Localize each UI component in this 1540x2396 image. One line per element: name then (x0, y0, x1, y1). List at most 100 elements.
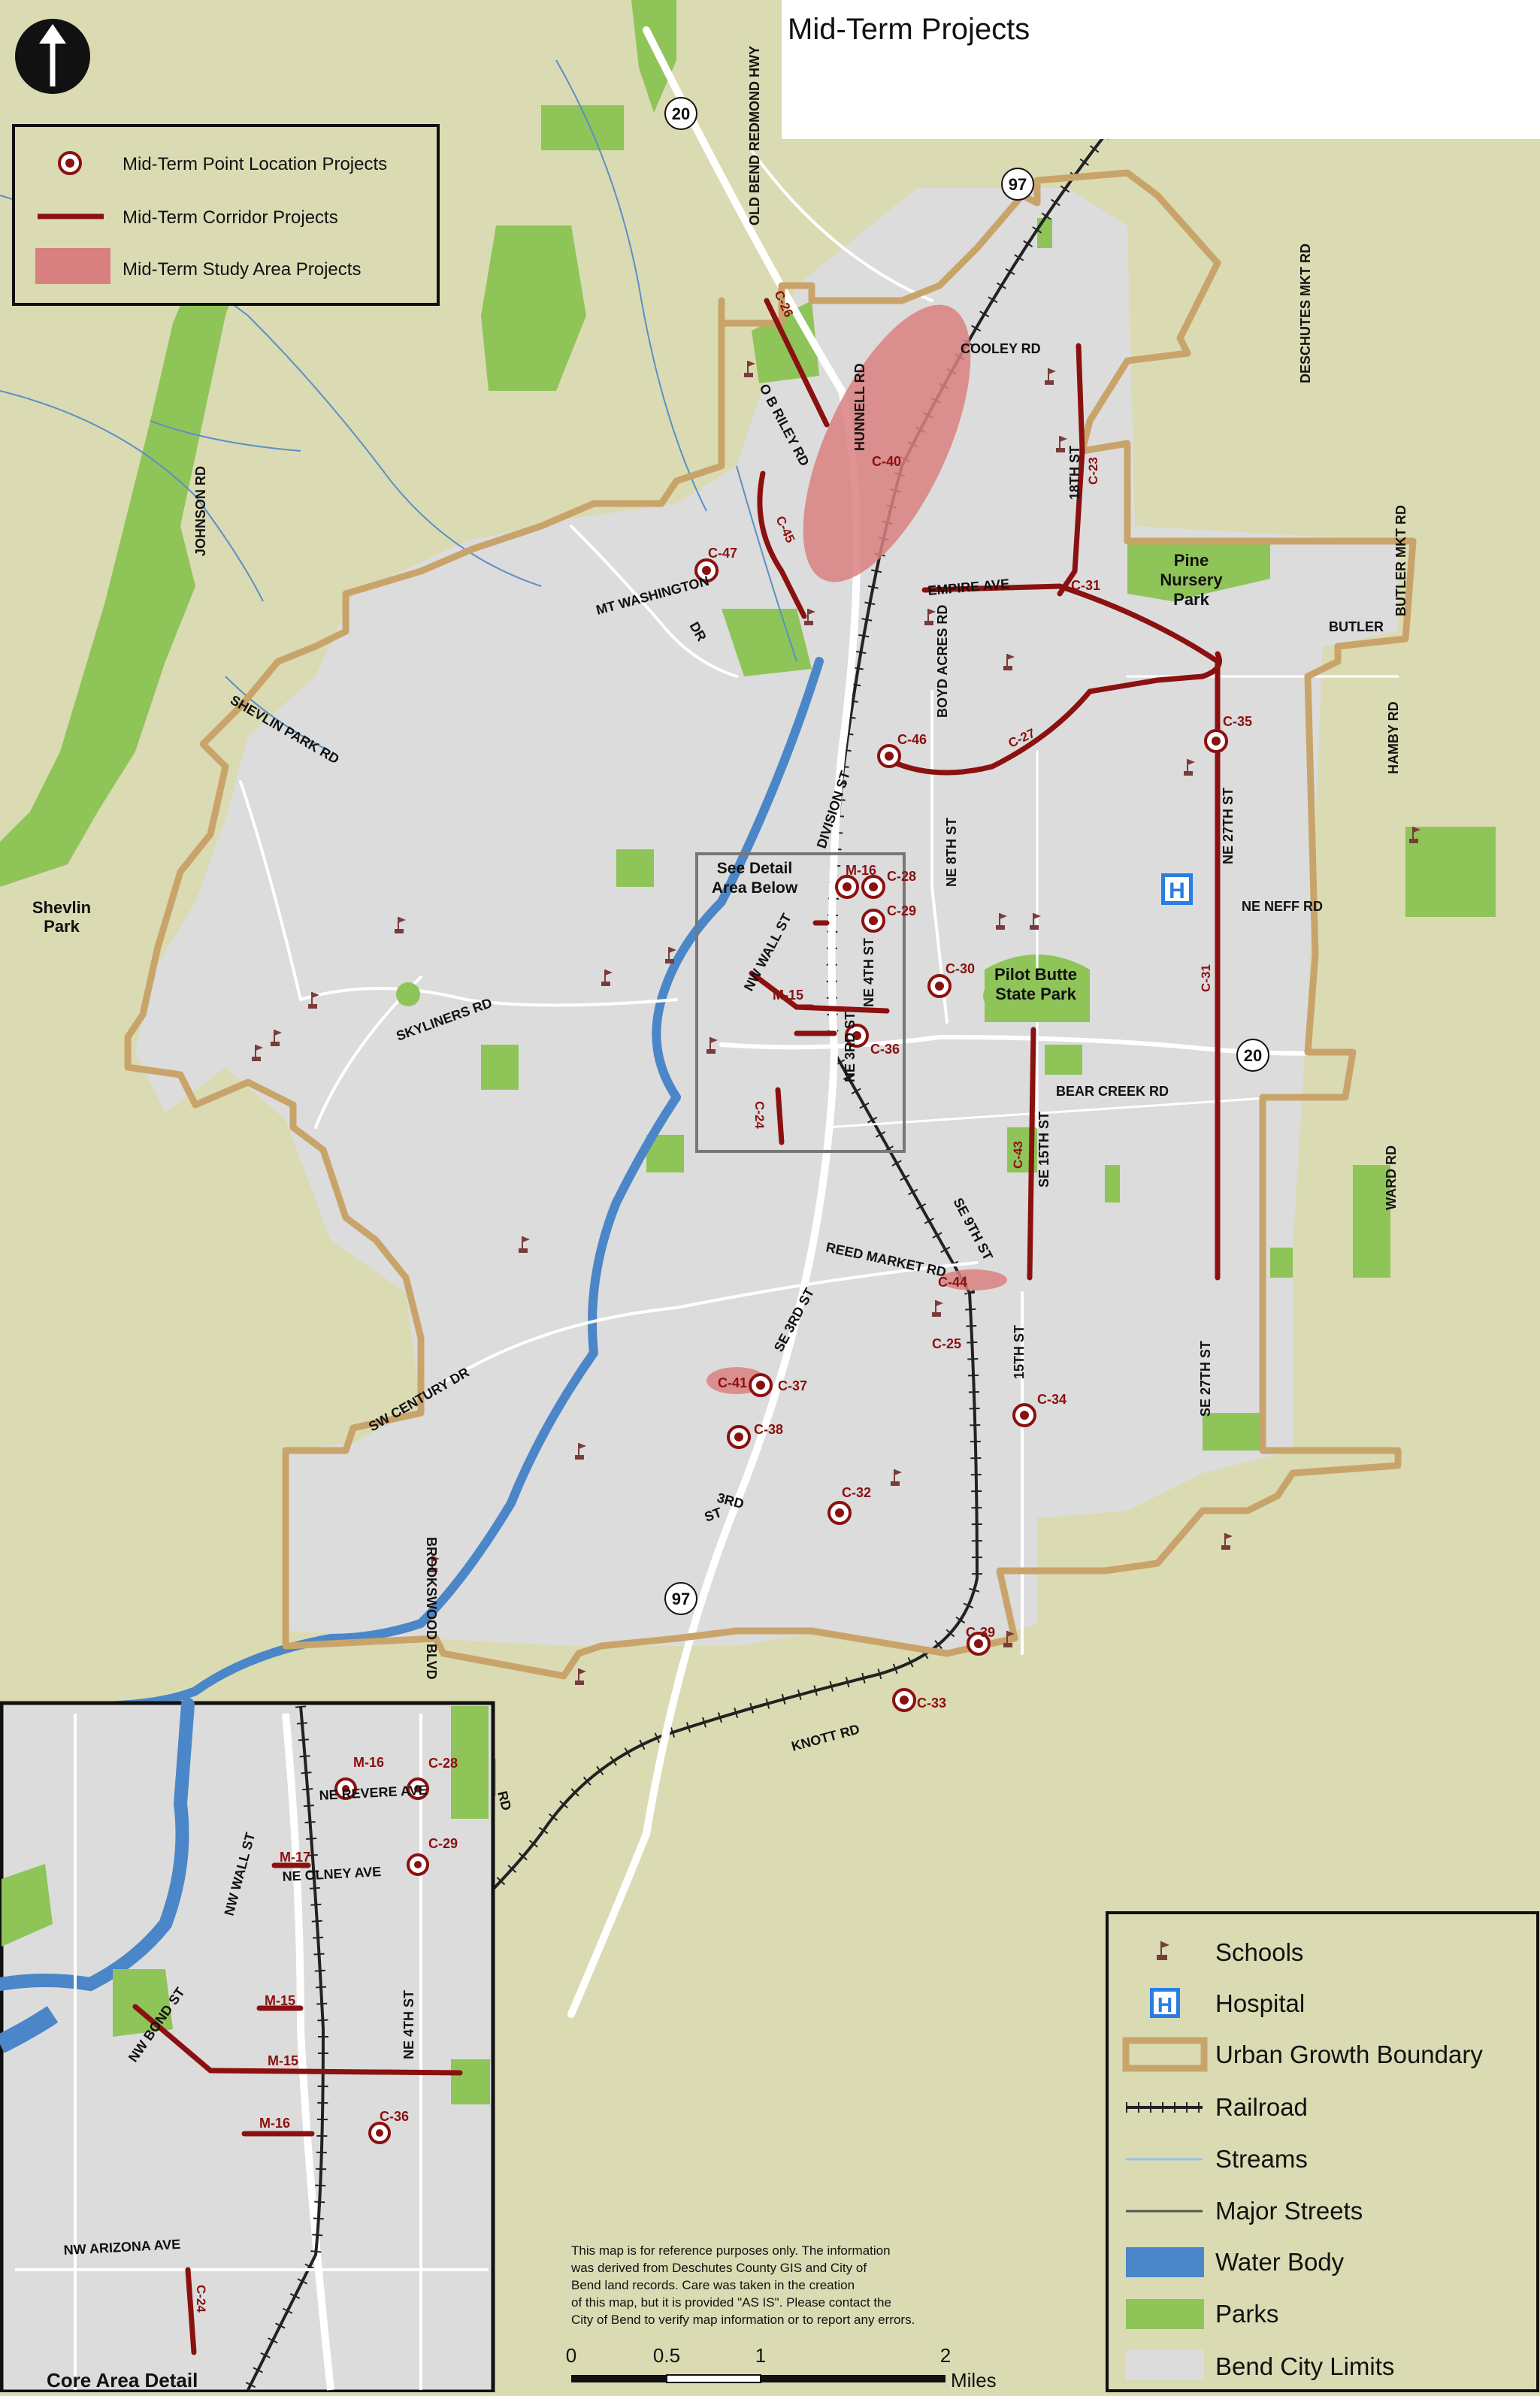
inset-label-c28: C-28 (428, 1756, 458, 1771)
label-c39: C-39 (966, 1625, 995, 1640)
label-c47: C-47 (708, 546, 737, 561)
label-butler-mkt: BUTLER MKT RD (1393, 505, 1408, 616)
label-m15: M-15 (773, 988, 803, 1003)
label-18th: 18TH ST (1067, 446, 1082, 500)
school-icon (601, 970, 613, 986)
school-icon (519, 1236, 530, 1253)
school-icon (1221, 1533, 1233, 1550)
title-box (782, 0, 1540, 139)
point-c47 (694, 558, 719, 582)
school-icon (924, 609, 936, 625)
study-area-c40 (803, 304, 971, 582)
detail-callout-1: See Detail (717, 860, 792, 877)
label-c23: C-23 (1086, 457, 1100, 485)
pilot-butte-label-2: State Park (995, 985, 1076, 1003)
detail-callout-2: Area Below (712, 879, 798, 897)
school-icon (575, 1443, 586, 1460)
inset-label-m17: M-17 (280, 1850, 310, 1865)
svg-text:H: H (1157, 1993, 1172, 2016)
point-c32 (827, 1501, 852, 1525)
pine-nursery-label-3: Park (1173, 590, 1209, 609)
school-icon (308, 992, 319, 1009)
label-c43: C-43 (1011, 1141, 1025, 1169)
svg-text:0.5: 0.5 (653, 2344, 680, 2367)
project-labels: C-26 C-40 C-45 C-47 C-23 C-31 C-46 C-27 … (708, 289, 1252, 1711)
label-brookswood: BROOKSWOOD BLVD (424, 1537, 439, 1680)
svg-text:Bend land records. Care was ta: Bend land records. Care was taken in the… (571, 2278, 855, 2292)
school-icon (932, 1300, 943, 1317)
label-hamby: HAMBY RD (1386, 701, 1401, 774)
bend-city-limits (135, 188, 1398, 1653)
point-c30 (927, 974, 952, 998)
shevlin-label-2: Park (44, 917, 80, 936)
shevlin-label-1: Shevlin (32, 898, 91, 917)
corridor-c26 (764, 298, 830, 428)
core-area-detail-inset: NE REVERE AVE NE OLNEY AVE NW WALL ST NE… (0, 1698, 495, 2394)
legend-water-body: Water Body (1215, 2248, 1345, 2276)
scale-bar: 0 0.5 1 2 Miles (566, 2344, 997, 2391)
point-projects (694, 558, 1228, 1712)
school-icon (804, 609, 815, 625)
hwy-shield-97-south: 97 (664, 1582, 697, 1615)
corridor-c23 (1057, 343, 1085, 597)
schools-layer (252, 361, 1420, 1685)
urban-growth-boundary (124, 169, 1417, 1680)
label-c35: C-35 (1223, 714, 1252, 729)
study-area-c44 (939, 1269, 1007, 1290)
school-icon (891, 1469, 902, 1486)
point-c28 (861, 875, 885, 899)
label-c31b: C-31 (1199, 964, 1213, 992)
corridor-c24 (775, 1087, 785, 1145)
shevlin-park-area (0, 188, 256, 887)
hospital-icon: H (1161, 873, 1193, 905)
svg-text:1: 1 (755, 2344, 766, 2367)
point-m16 (835, 875, 859, 899)
corridor-c27 (884, 651, 1222, 776)
label-c46: C-46 (897, 732, 927, 747)
svg-text:20: 20 (672, 104, 690, 123)
point-c38 (727, 1425, 751, 1449)
svg-text:H: H (1169, 879, 1185, 903)
label-boyd-acres: BOYD ACRES RD (935, 605, 950, 718)
small-park (396, 982, 420, 1006)
svg-text:97: 97 (1009, 175, 1027, 194)
inset-label-c29: C-29 (428, 1836, 458, 1851)
hwy-shield-20-north: 20 (664, 97, 697, 130)
school-icon (1045, 368, 1056, 385)
corridor-c43 (1027, 1027, 1036, 1281)
legend-railroad: Railroad (1215, 2093, 1308, 2121)
inset-title: Core Area Detail (47, 2369, 198, 2391)
label-c40: C-40 (872, 454, 901, 469)
svg-text:City of Bend to verify map inf: City of Bend to verify map information o… (571, 2313, 915, 2327)
svg-text:97: 97 (672, 1590, 690, 1608)
label-ne-4th: NE 4TH ST (861, 938, 876, 1007)
point-c37 (749, 1373, 773, 1397)
legend-corridor-projects: Mid-Term Corridor Projects (123, 207, 338, 228)
legend-ugb: Urban Growth Boundary (1215, 2041, 1483, 2068)
label-ne-8th: NE 8TH ST (944, 818, 959, 887)
svg-text:2: 2 (940, 2344, 951, 2367)
legend-city-limits: Bend City Limits (1215, 2352, 1394, 2380)
school-icon (395, 917, 406, 933)
study-areas (706, 304, 1007, 1394)
inset-label-c24: C-24 (194, 2285, 208, 2313)
svg-text:of this map, but it is provide: of this map, but it is provided "AS IS".… (571, 2295, 891, 2310)
school-icon (1003, 654, 1015, 670)
label-ne-27th: NE 27TH ST (1221, 788, 1236, 864)
label-c36: C-36 (870, 1042, 900, 1057)
label-se-15th: SE 15TH ST (1036, 1112, 1051, 1187)
school-icon (665, 947, 676, 964)
legend-hospital: Hospital (1215, 1989, 1305, 2017)
school-icon (252, 1045, 263, 1061)
point-c36 (845, 1024, 869, 1048)
svg-text:was derived from Deschutes Cou: was derived from Deschutes County GIS an… (570, 2261, 867, 2275)
corridor-c45 (757, 470, 807, 619)
label-johnson: JOHNSON RD (193, 466, 208, 556)
label-ne-neff: NE NEFF RD (1242, 899, 1323, 914)
label-butler-mkt-1: BUTLER (1329, 619, 1384, 634)
inset-label-m16: M-16 (353, 1755, 384, 1770)
label-c30: C-30 (945, 961, 975, 976)
inset-label-c36: C-36 (380, 2109, 409, 2124)
school-icon (1184, 759, 1195, 776)
